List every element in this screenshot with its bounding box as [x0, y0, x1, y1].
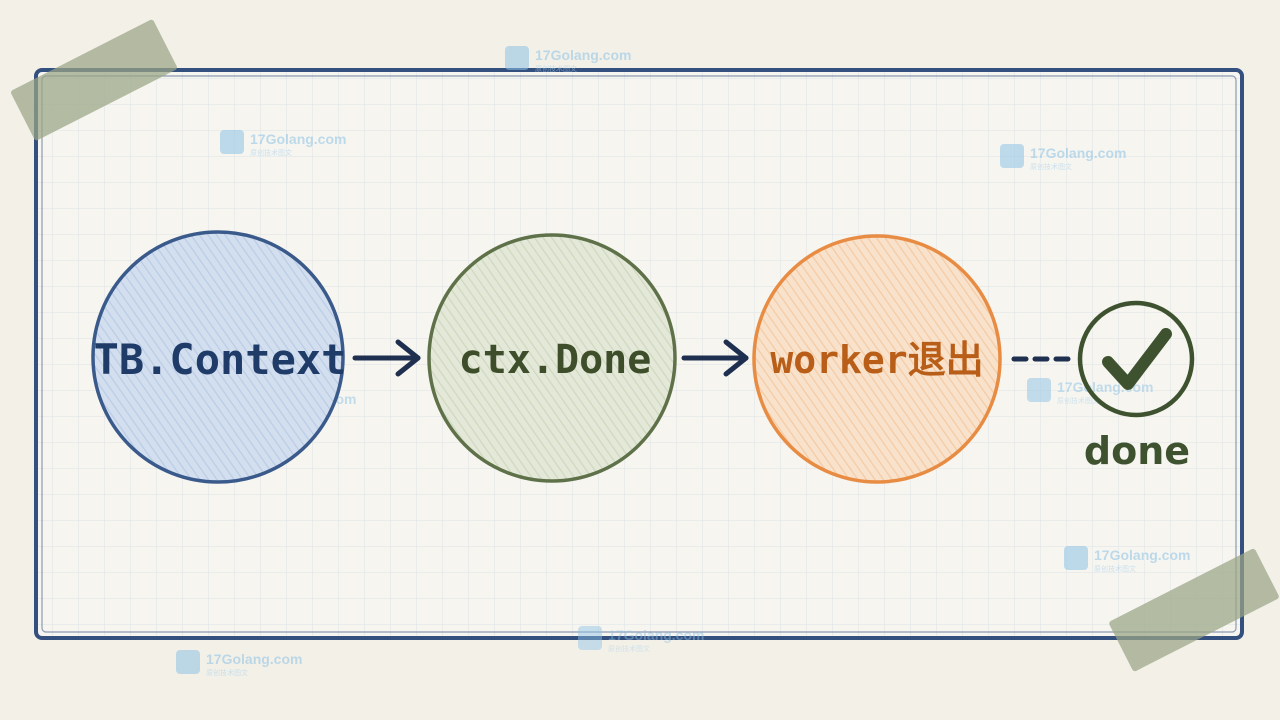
svg-text:原创技术图文: 原创技术图文 — [206, 668, 248, 677]
done-label: done — [1084, 429, 1190, 473]
watermark: 17Golang.com 原创技术图文 — [1064, 546, 1190, 573]
svg-text:17Golang.com: 17Golang.com — [535, 47, 631, 63]
node-label: worker退出 — [770, 338, 983, 382]
tape-bottom-right — [1109, 548, 1279, 672]
watermark: 17Golang.com 原创技术图文 — [176, 650, 302, 677]
tape-top-left — [11, 19, 177, 141]
watermark: 17Golang.com 原创技术图文 — [505, 46, 631, 73]
watermark: 17Golang.com 原创技术图文 — [220, 130, 346, 157]
node-tb-context: TB.Context — [91, 230, 347, 484]
svg-text:17Golang.com: 17Golang.com — [1030, 145, 1126, 161]
watermark: 17Golang.com 原创技术图文 — [1000, 144, 1126, 171]
node-label: TB.Context — [94, 335, 347, 384]
node-ctx-done: ctx.Done — [427, 233, 677, 483]
svg-text:17Golang.com: 17Golang.com — [1094, 547, 1190, 563]
done-circle — [1077, 300, 1195, 418]
arrow-1 — [352, 339, 421, 377]
node-worker-exit: worker退出 — [752, 234, 1002, 484]
svg-text:原创技术图文: 原创技术图文 — [608, 644, 650, 653]
done-node: done — [1077, 300, 1195, 473]
svg-text:原创技术图文: 原创技术图文 — [1094, 564, 1136, 573]
node-label: ctx.Done — [459, 337, 652, 383]
svg-text:原创技术图文: 原创技术图文 — [250, 148, 292, 157]
svg-text:17Golang.com: 17Golang.com — [608, 627, 704, 643]
check-icon — [1102, 328, 1172, 390]
svg-text:17Golang.com: 17Golang.com — [250, 131, 346, 147]
watermark: 17Golang.com 原创技术图文 — [578, 626, 704, 653]
svg-text:原创技术图文: 原创技术图文 — [1030, 162, 1072, 171]
svg-text:17Golang.com: 17Golang.com — [206, 651, 302, 667]
svg-text:原创技术图文: 原创技术图文 — [1057, 396, 1099, 405]
svg-text:原创技术图文: 原创技术图文 — [535, 64, 577, 73]
arrow-2 — [681, 339, 749, 377]
svg-text:17Golang.com: 17Golang.com — [1057, 379, 1153, 395]
